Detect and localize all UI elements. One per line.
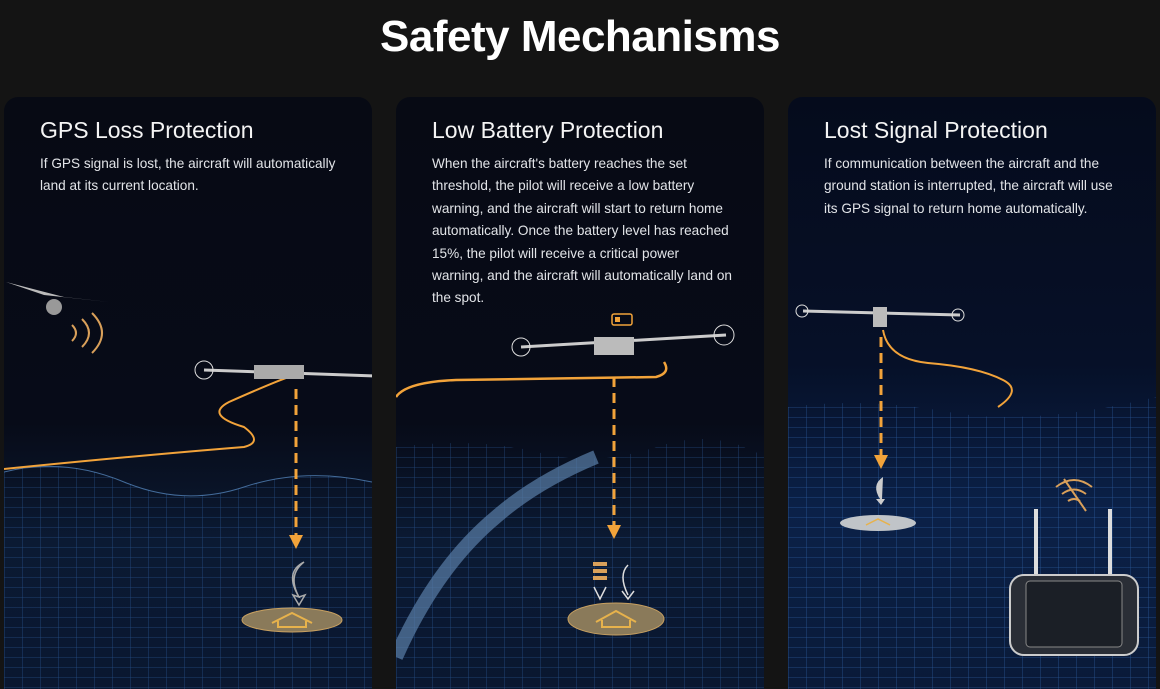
lost-signal-illustration	[788, 304, 1156, 689]
card-title: Lost Signal Protection	[824, 117, 1048, 143]
flight-path	[4, 374, 295, 470]
landing-arrow-icon	[291, 561, 307, 607]
low-battery-illustration	[396, 313, 764, 689]
battery-warning-icon	[611, 313, 633, 326]
card-lost-signal-protection: Lost Signal Protection If communication …	[788, 97, 1156, 689]
drone-icon	[511, 324, 735, 357]
no-signal-icon	[1055, 478, 1093, 512]
card-description: If GPS signal is lost, the aircraft will…	[40, 156, 336, 194]
terrain-grid	[396, 439, 764, 689]
road	[396, 450, 599, 660]
drone-icon	[795, 304, 965, 327]
flight-path	[396, 361, 668, 398]
ground-station-controller-icon	[1009, 509, 1139, 656]
card-gps-loss-protection: GPS Loss Protection If GPS signal is los…	[4, 97, 372, 689]
home-pad-icon	[567, 602, 665, 636]
card-title: GPS Loss Protection	[40, 117, 254, 143]
landing-arrow-icon	[876, 477, 885, 505]
satellite-icon	[6, 282, 109, 315]
terrain-grid	[4, 466, 372, 689]
page-title: Safety Mechanisms	[380, 12, 780, 61]
card-low-battery-protection: Low Battery Protection When the aircraft…	[396, 97, 764, 689]
battery-levels-icon	[593, 562, 607, 580]
gps-loss-illustration	[4, 282, 372, 689]
card-description: When the aircraft's battery reaches the …	[432, 156, 732, 306]
card-title: Low Battery Protection	[432, 117, 664, 143]
landing-arrow-icon	[621, 564, 635, 601]
down-arrow-icon	[593, 586, 607, 601]
terrain-grid	[4, 465, 372, 497]
card-description: If communication between the aircraft an…	[824, 156, 1113, 216]
signal-lost-icon	[71, 312, 103, 354]
home-pad-icon	[840, 515, 916, 531]
home-pad-icon	[241, 607, 343, 633]
drone-icon	[194, 360, 372, 380]
flight-path	[882, 329, 1013, 408]
